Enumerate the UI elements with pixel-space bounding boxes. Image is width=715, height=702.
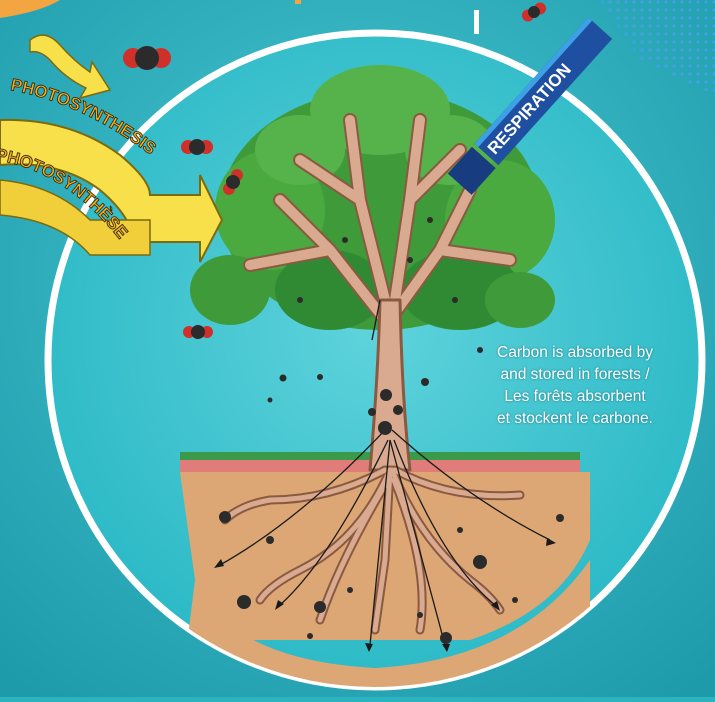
carbon-particle-icon xyxy=(452,297,458,303)
carbon-particle-icon xyxy=(317,374,323,380)
carbon-particle-icon xyxy=(268,398,273,403)
carbon-particle-icon xyxy=(297,297,303,303)
co2-molecule-icon xyxy=(183,325,213,339)
carbon-particle-icon xyxy=(347,587,353,593)
carbon-particle-icon xyxy=(556,514,564,522)
carbon-particle-icon xyxy=(427,217,433,223)
caption-line-4: et stockent le carbone. xyxy=(470,408,680,430)
carbon-particle-icon xyxy=(368,408,376,416)
carbon-particle-icon xyxy=(473,555,487,569)
carbon-particle-icon xyxy=(237,595,251,609)
carbon-particle-icon xyxy=(512,597,518,603)
carbon-particle-icon xyxy=(421,378,429,386)
carbon-particle-icon xyxy=(280,375,287,382)
carbon-storage-caption: Carbon is absorbed by and stored in fore… xyxy=(470,342,680,430)
caption-line-3: Les forêts absorbent xyxy=(470,386,680,408)
carbon-particle-icon xyxy=(457,527,463,533)
carbon-particle-icon xyxy=(266,536,274,544)
caption-line-2: and stored in forests / xyxy=(470,364,680,386)
carbon-particle-icon xyxy=(307,633,313,639)
white-marker-2 xyxy=(295,0,301,4)
white-marker xyxy=(474,10,479,34)
carbon-particle-icon xyxy=(393,405,403,415)
carbon-particle-icon xyxy=(407,257,413,263)
caption-line-1: Carbon is absorbed by xyxy=(470,342,680,364)
carbon-particle-icon xyxy=(380,389,392,401)
carbon-particle-icon xyxy=(342,237,348,243)
co2-molecule-icon xyxy=(181,139,213,155)
carbon-particle-icon xyxy=(314,601,326,613)
carbon-particle-icon xyxy=(219,511,231,523)
co2-molecule-icon xyxy=(123,46,171,70)
carbon-particle-icon xyxy=(417,612,423,618)
carbon-particle-icon xyxy=(440,632,452,644)
carbon-particle-icon xyxy=(378,421,392,435)
